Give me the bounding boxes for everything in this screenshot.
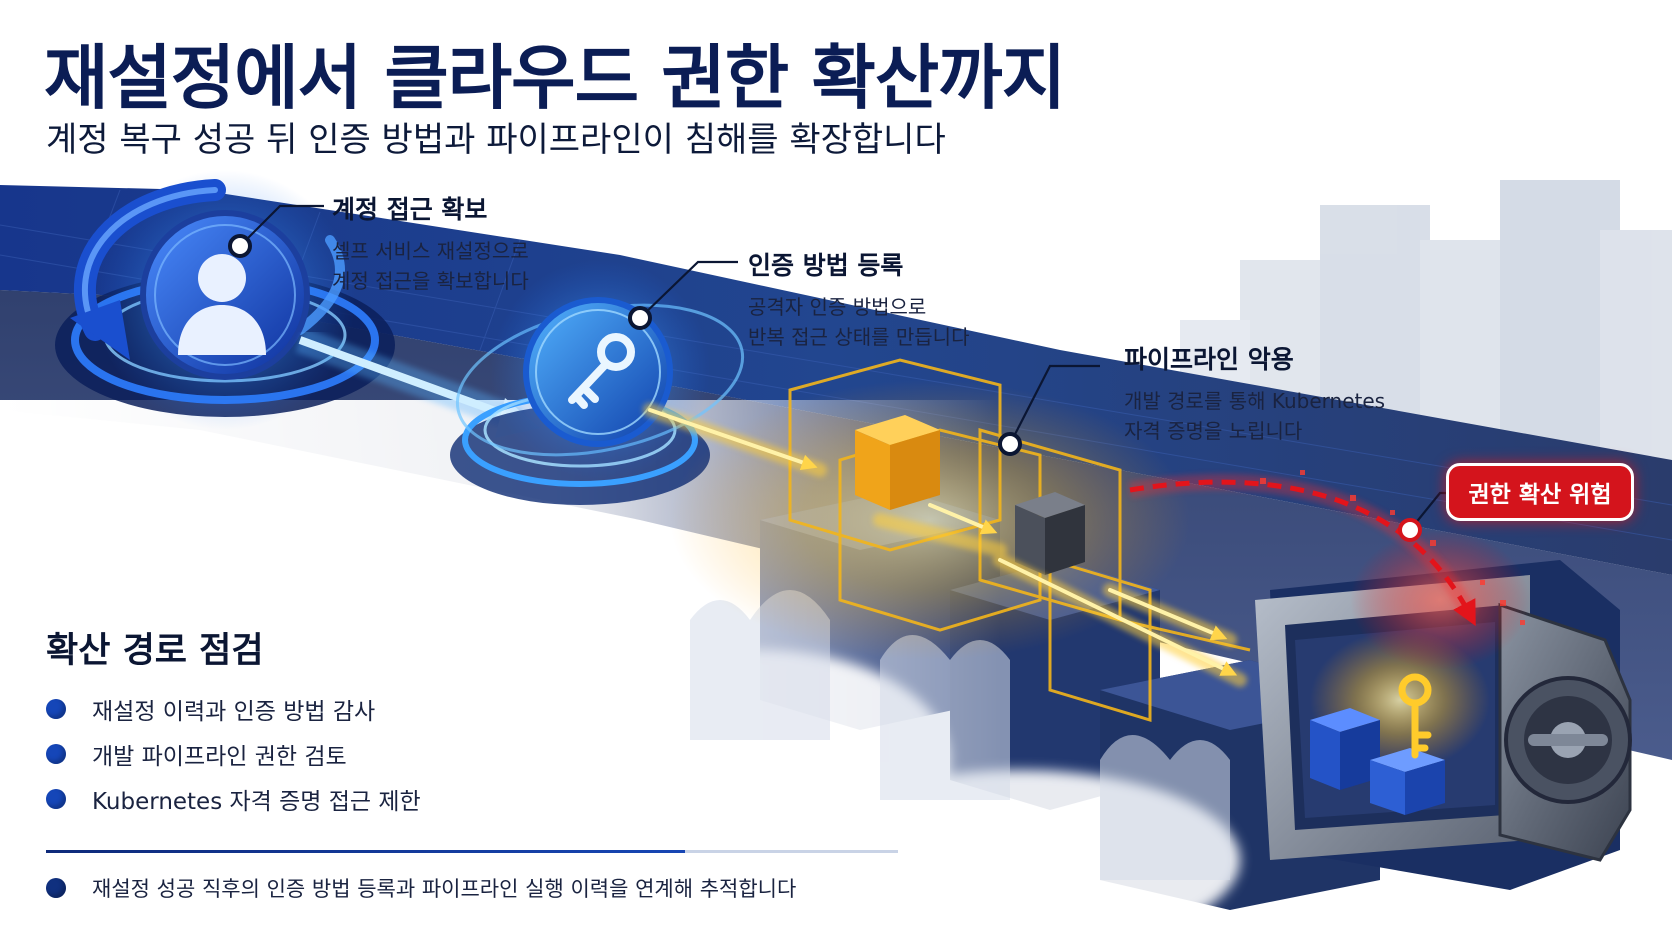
- step-pipeline-abuse: 파이프라인 악용 개발 경로를 통해 Kubernetes 자격 증명을 노립니…: [1124, 340, 1385, 446]
- pipeline-blocks-icon: [643, 358, 1251, 723]
- page-subtitle: 계정 복구 성공 뒤 인증 방법과 파이프라인이 침해를 확장합니다: [46, 120, 946, 160]
- step-auth-method: 인증 방법 등록 공격자 인증 방법으로 반복 접근 상태를 만듭니다: [748, 246, 969, 352]
- step-heading: 파이프라인 악용: [1124, 345, 1294, 374]
- bullet-icon: [46, 878, 66, 898]
- step-account-access: 계정 접근 확보 셀프 서비스 재설정으로 계정 접근을 확보합니다: [332, 190, 529, 296]
- checklist: 재설정 이력과 인증 방법 감사 개발 파이프라인 권한 검토 Kubernet…: [46, 686, 421, 821]
- callout-nodes: [228, 234, 1422, 542]
- bullet-icon: [46, 788, 66, 809]
- key-pedestal: [450, 260, 745, 505]
- checklist-title: 확산 경로 점검: [46, 631, 264, 671]
- checklist-item: Kubernetes 자격 증명 접근 제한: [46, 776, 421, 821]
- callout-leaders: [239, 204, 1450, 531]
- bullet-icon: [46, 743, 66, 764]
- footnote-text: 재설정 성공 직후의 인증 방법 등록과 파이프라인 실행 이력을 연계해 추적…: [92, 877, 797, 901]
- checklist-item: 재설정 이력과 인증 방법 감사: [46, 686, 421, 731]
- risk-badge: 권한 확산 위험: [1446, 463, 1634, 521]
- checklist-item-label: 재설정 이력과 인증 방법 감사: [92, 698, 376, 725]
- divider: [46, 850, 898, 853]
- checklist-item: 개발 파이프라인 권한 검토: [46, 731, 421, 776]
- step-line: 셀프 서비스 재설정으로: [332, 239, 529, 263]
- step-line: 계정 접근을 확보합니다: [332, 269, 529, 293]
- user-icon: [178, 254, 266, 355]
- checklist-item-label: Kubernetes 자격 증명 접근 제한: [92, 788, 421, 815]
- step-heading: 인증 방법 등록: [748, 251, 904, 280]
- step-line: 반복 접근 상태를 만듭니다: [748, 325, 970, 349]
- user-pedestal: [55, 170, 395, 430]
- step-line: 공격자 인증 방법으로: [748, 295, 927, 319]
- step-line: 자격 증명을 노립니다: [1124, 419, 1303, 443]
- footnote: 재설정 성공 직후의 인증 방법 등록과 파이프라인 실행 이력을 연계해 추적…: [46, 873, 796, 903]
- step-heading: 계정 접근 확보: [332, 195, 488, 224]
- page-title: 재설정에서 클라우드 권한 확산까지: [44, 37, 1066, 119]
- step-line: 개발 경로를 통해 Kubernetes: [1124, 389, 1386, 413]
- key-icon: [568, 333, 635, 409]
- checklist-item-label: 개발 파이프라인 권한 검토: [92, 743, 347, 770]
- bullet-icon: [46, 698, 66, 719]
- threat-arrow: [1128, 470, 1530, 670]
